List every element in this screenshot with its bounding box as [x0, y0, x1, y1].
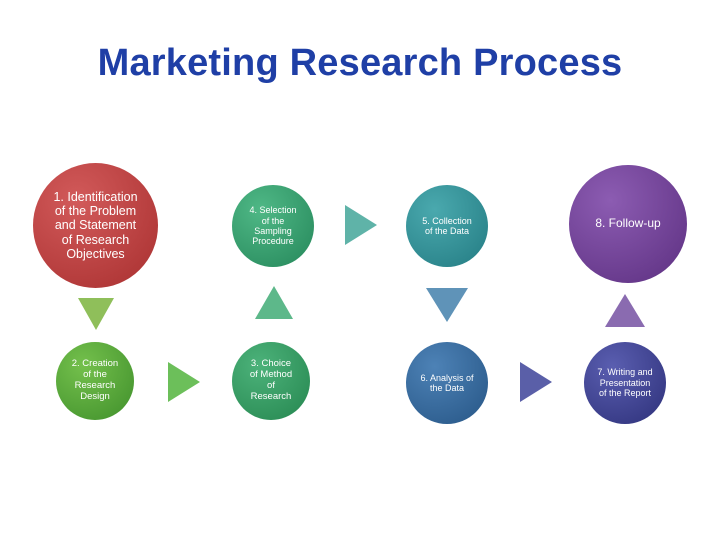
arrow-step1-to-step2	[78, 298, 114, 330]
step-1-label: 1. Identification of the Problem and Sta…	[53, 189, 138, 262]
step-4-label: 4. Selection of the Sampling Procedure	[249, 205, 297, 247]
step-7-circle[interactable]: 7. Writing and Presentation of the Repor…	[584, 342, 666, 424]
step-8-circle[interactable]: 8. Follow-up	[569, 165, 687, 283]
arrow-step7-to-step8	[605, 294, 645, 327]
step-7-label: 7. Writing and Presentation of the Repor…	[597, 367, 653, 399]
step-5-label: 5. Collection of the Data	[422, 215, 472, 236]
step-4-circle[interactable]: 4. Selection of the Sampling Procedure	[232, 185, 314, 267]
step-6-label: 6. Analysis of the Data	[420, 372, 474, 393]
step-3-label: 3. Choice of Method of Research	[249, 358, 293, 402]
step-6-circle[interactable]: 6. Analysis of the Data	[406, 342, 488, 424]
step-5-circle[interactable]: 5. Collection of the Data	[406, 185, 488, 267]
step-2-circle[interactable]: 2. Creation of the Research Design	[56, 342, 134, 420]
step-2-label: 2. Creation of the Research Design	[71, 358, 119, 402]
step-3-circle[interactable]: 3. Choice of Method of Research	[232, 342, 310, 420]
arrow-step6-to-step7	[520, 362, 552, 402]
step-8-label: 8. Follow-up	[595, 216, 661, 231]
arrow-step3-to-step4	[255, 286, 293, 319]
step-1-circle[interactable]: 1. Identification of the Problem and Sta…	[33, 163, 158, 288]
arrow-step4-to-step5	[345, 205, 377, 245]
arrow-step2-to-step3	[168, 362, 200, 402]
page-title: Marketing Research Process	[97, 42, 623, 84]
arrow-step5-to-step6	[426, 288, 468, 322]
